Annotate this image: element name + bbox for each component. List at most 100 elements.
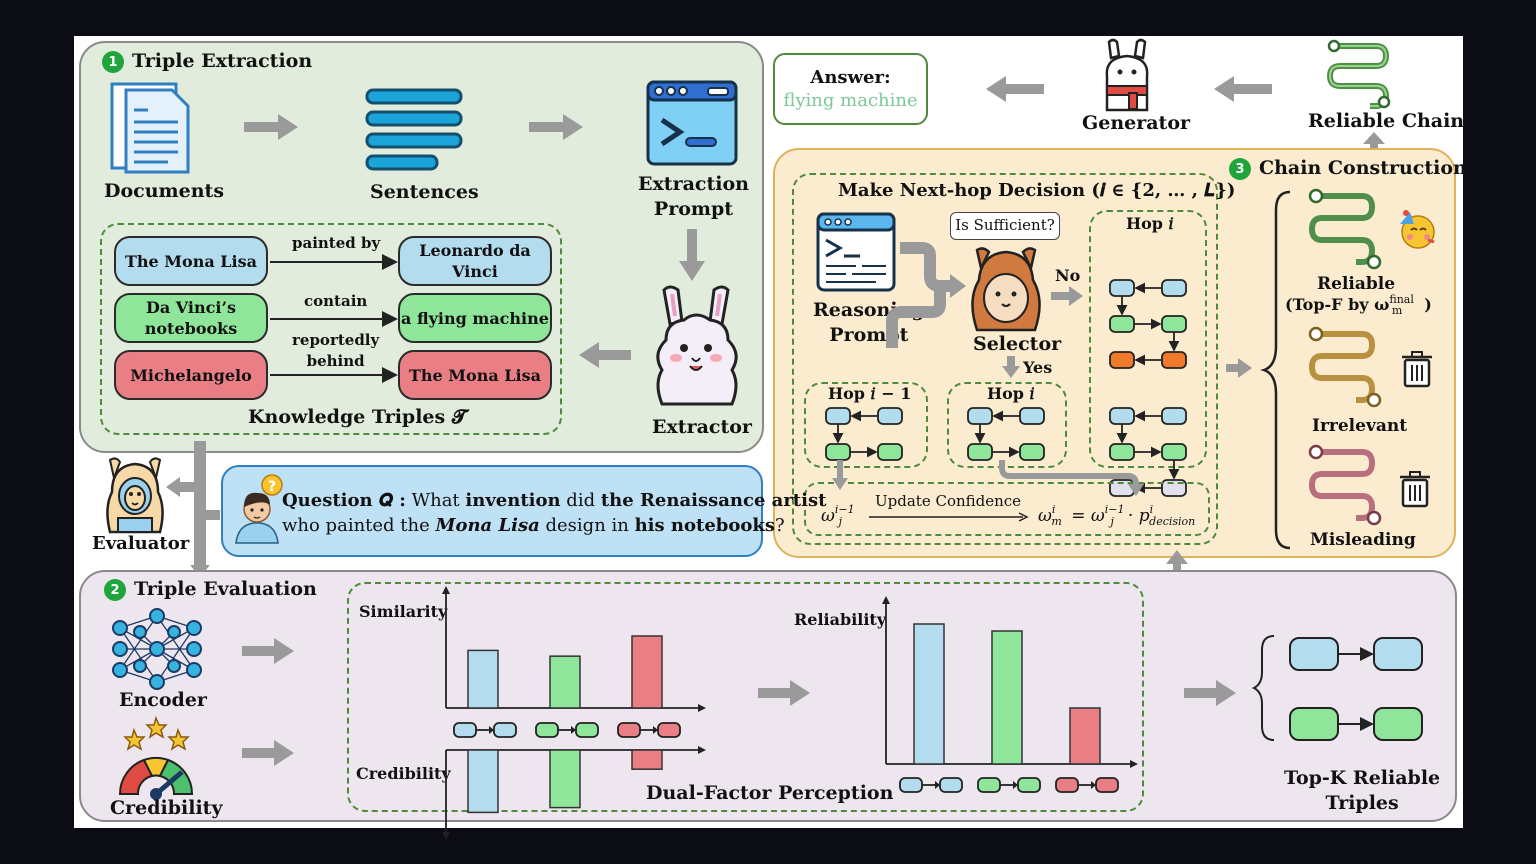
hop-i-small-label: Hop 𝑖	[987, 384, 1035, 403]
reliable-chain-label: Reliable Chain	[1308, 110, 1465, 132]
hop-i-small-box	[947, 382, 1067, 468]
omega-previous: ωi−1j	[821, 503, 855, 528]
arrow-right-icon	[1051, 286, 1083, 306]
evaluator-label: Evaluator	[92, 533, 190, 554]
misleading-label: Misleading	[1310, 530, 1416, 550]
merge-arrows	[886, 242, 966, 348]
hop-graphs	[825, 279, 1187, 497]
arrow-right-icon	[758, 680, 810, 706]
arrow-right-icon	[1226, 358, 1252, 378]
yes-label: Yes	[1023, 358, 1053, 377]
step-3-badge: 3	[1229, 158, 1251, 180]
reasoning-prompt-icon	[816, 212, 896, 292]
credibility-axis-label: Credibility	[356, 764, 451, 783]
similarity-bar	[467, 649, 499, 709]
update-confidence-label: Update Confidence	[875, 492, 1022, 510]
selector-label: Selector	[973, 333, 1062, 355]
sentences-icon	[365, 88, 463, 171]
triple-relation-1: painted by	[292, 234, 381, 252]
triple-chip-tail	[657, 722, 681, 738]
is-sufficient-bubble: Is Sufficient?	[950, 212, 1060, 240]
llama-selector-icon	[971, 247, 1041, 332]
reliability-axis-arrowhead	[882, 596, 890, 604]
extractor-label: Extractor	[652, 416, 752, 438]
reliability-bar	[913, 623, 945, 765]
person-question-icon: ?	[235, 474, 283, 544]
triple-head-3: Michelangelo	[114, 350, 268, 400]
similarity-axis-label: Similarity	[359, 602, 448, 621]
terminal-icon	[646, 80, 738, 166]
next-hop-decision-box	[792, 173, 1218, 545]
knowledge-triples-box	[100, 223, 562, 435]
answer-label: Answer:	[810, 67, 891, 88]
question-text: Question 𝑸 : What invention did the Rena…	[282, 490, 827, 536]
reliable-chain-icon	[1308, 188, 1382, 270]
sentences-label: Sentences	[370, 181, 479, 203]
generator-label: Generator	[1082, 112, 1190, 134]
llama-generator-icon	[1105, 38, 1149, 112]
arrow-down-icon	[679, 229, 705, 281]
triple-chip-head	[1055, 777, 1079, 793]
arrow-right-icon	[529, 114, 583, 140]
similarity-axis-arrowhead	[442, 586, 450, 594]
triple-chip-arrowhead	[1091, 781, 1096, 789]
next-hop-decision-title: Make Next-hop Decision (𝒊 ∈ {𝟐, … , 𝑳})	[838, 180, 1236, 201]
hop-i-minus-1-box	[804, 382, 928, 468]
triple-chip-tail	[1095, 777, 1119, 793]
misleading-chain-icon	[1308, 444, 1382, 526]
encoder-label: Encoder	[119, 689, 207, 711]
triple-chip-tail	[1017, 777, 1041, 793]
no-label: No	[1055, 266, 1081, 285]
similarity-bar	[549, 655, 581, 709]
similarity-baseline-arrowhead	[698, 704, 706, 712]
arrow-left-icon	[986, 76, 1044, 102]
llama-evaluator-icon	[106, 457, 164, 534]
answer-value: flying machine	[783, 90, 918, 111]
triple-chip-arrowhead	[489, 726, 494, 734]
arrow-left-icon	[579, 342, 631, 368]
svg-text:?: ?	[268, 479, 276, 495]
triple-head-1: The Mona Lisa	[114, 236, 268, 286]
reliability-bar	[991, 630, 1023, 765]
dual-factor-chart	[442, 586, 706, 840]
arrow-left-icon	[1214, 76, 1272, 102]
dual-factor-caption: Dual-Factor Perception	[646, 782, 894, 804]
triple-chip-arrowhead	[571, 726, 576, 734]
triple-chip-head	[535, 722, 559, 738]
arrow-right-icon	[242, 740, 294, 766]
reliability-axis-label: Reliability	[794, 610, 887, 629]
triple-relation-2: contain	[304, 292, 368, 310]
triple-chip-head	[899, 777, 923, 793]
top-f-label: (Top-F by ωfinalm)	[1285, 293, 1432, 317]
hop-i-tall-box	[1089, 210, 1207, 468]
extraction-prompt-label: Extraction Prompt	[638, 173, 749, 220]
triple-chip-arrowhead	[935, 781, 940, 789]
credibility-bar	[467, 749, 499, 814]
triple-chip-head	[617, 722, 641, 738]
reliable-chain-icon	[1326, 39, 1391, 109]
arrow-up-icon	[1166, 550, 1188, 578]
step-1-badge: 1	[102, 51, 124, 73]
hop-i-tall-label: Hop 𝑖	[1126, 214, 1174, 233]
similarity-bar	[631, 635, 663, 709]
triple-chip-head	[453, 722, 477, 738]
arrow-right-icon	[244, 114, 298, 140]
documents-label: Documents	[104, 180, 225, 202]
confidence-arrows	[832, 460, 1144, 496]
arrow-down-icon	[1002, 356, 1020, 378]
question-box	[221, 465, 763, 557]
hop-i-minus-1-label: Hop 𝑖 − 1	[828, 384, 912, 403]
triple-chip-tail	[575, 722, 599, 738]
irrelevant-label: Irrelevant	[1312, 416, 1408, 436]
credibility-bar	[549, 749, 581, 809]
relation-arrows	[270, 254, 398, 383]
credibility-baseline-arrowhead	[698, 746, 706, 754]
reliability-bar	[1069, 707, 1101, 765]
update-confidence-box	[804, 482, 1210, 536]
arrow-up-icon	[1363, 132, 1385, 154]
knowledge-triples-caption: Knowledge Triples 𝓣	[248, 406, 467, 428]
